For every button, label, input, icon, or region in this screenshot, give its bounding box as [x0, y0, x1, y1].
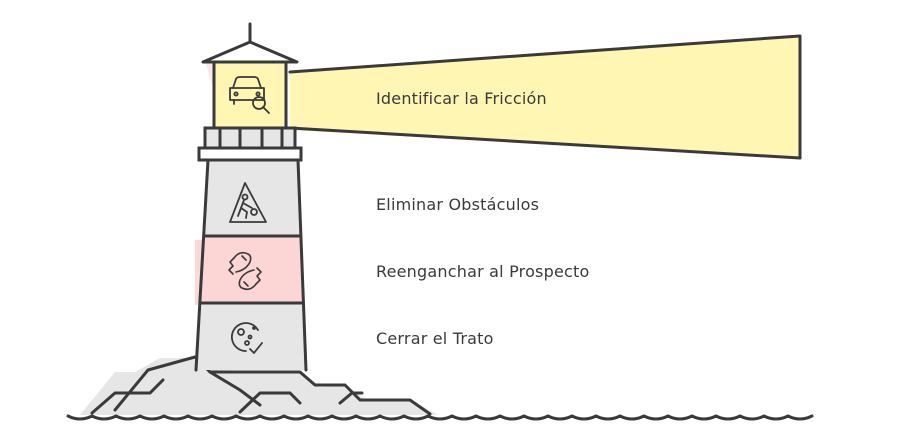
car-search-icon [229, 76, 270, 114]
road-work-warning-icon [229, 182, 267, 223]
stage-label-3: Cerrar el Trato [376, 329, 494, 348]
sea-waves [66, 414, 814, 421]
stage-label-1: Eliminar Obstáculos [376, 195, 540, 214]
cookie-check-icon [230, 322, 263, 354]
light-beam [288, 34, 802, 160]
rocks [80, 355, 438, 416]
handshake-icon [228, 251, 262, 291]
stage-label-2: Reenganchar al Prospecto [376, 262, 590, 281]
lantern-room [201, 22, 299, 130]
gallery [197, 126, 303, 162]
beam-label: Identificar la Fricción [376, 89, 547, 108]
